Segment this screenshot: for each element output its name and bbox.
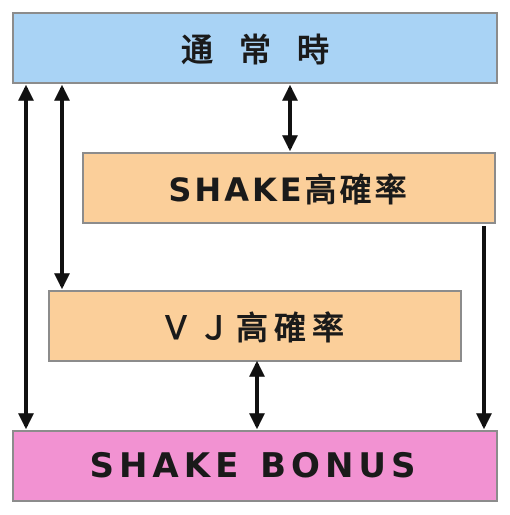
state-normal: 通常時 xyxy=(12,12,498,84)
state-vj-high-probability: ＶＪ高確率 xyxy=(48,290,462,362)
state-shake-bonus: SHAKE BONUS xyxy=(12,430,498,502)
state-shake-high-probability: SHAKE高確率 xyxy=(82,152,496,224)
